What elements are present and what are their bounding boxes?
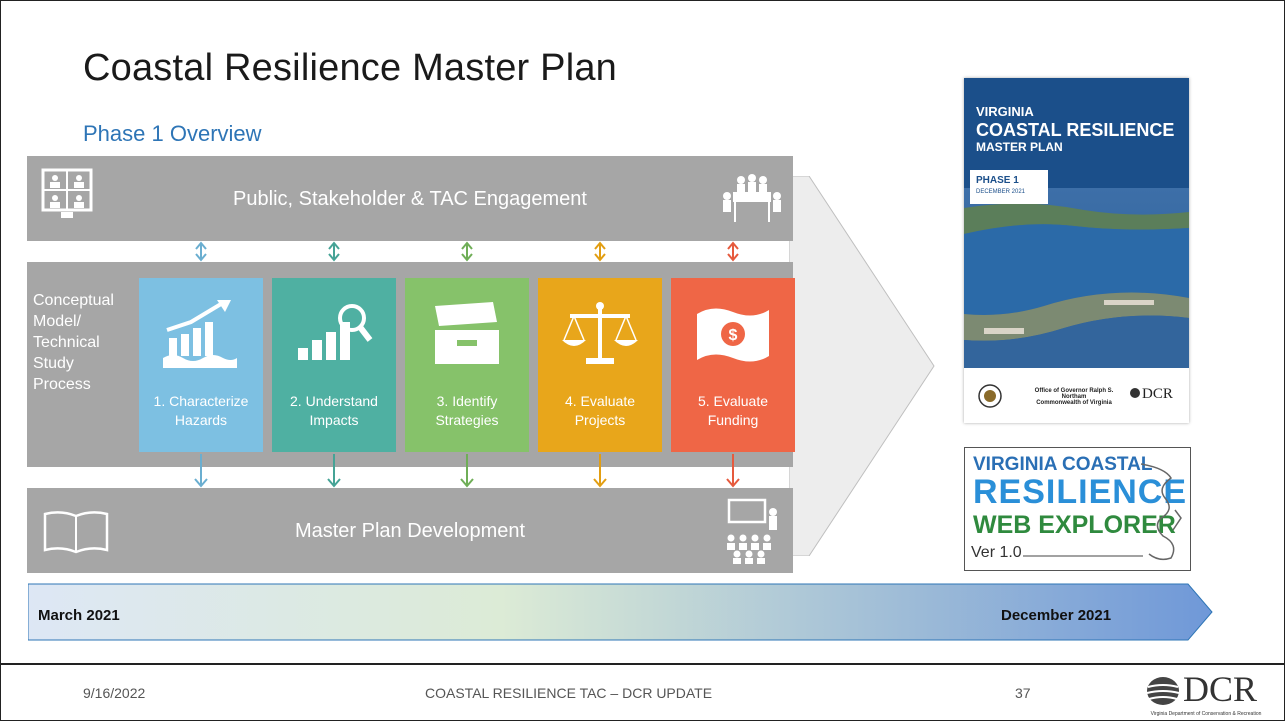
explorer-line1: VIRGINIA COASTAL xyxy=(973,454,1153,475)
page-title: Coastal Resilience Master Plan xyxy=(83,47,618,89)
step-label-line: Projects xyxy=(574,412,626,428)
explorer-line3: WEB EXPLORER xyxy=(973,511,1176,539)
rising-chart-water-icon xyxy=(163,300,237,368)
process-label-line: Model/ xyxy=(33,313,82,330)
master-plan-label: Master Plan Development xyxy=(294,520,526,542)
virginia-seal-icon xyxy=(978,384,1002,408)
master-plan-band: Master Plan Development xyxy=(27,488,793,573)
cover-date: DECEMBER 2021 xyxy=(976,189,1026,195)
step-characterize-hazards: 1. Characterize Hazards xyxy=(139,278,263,452)
connector-arrow xyxy=(593,241,607,488)
cover-office-line: Commonwealth of Virginia xyxy=(1036,400,1112,406)
process-label-line: Process xyxy=(33,376,91,393)
bar-chart-magnifier-icon xyxy=(298,304,373,360)
step-evaluate-funding: $ 5. Evaluate Funding xyxy=(671,278,795,452)
open-book-icon xyxy=(43,511,109,554)
cover-office: Office of Governor Ralph S. Northam Comm… xyxy=(1026,388,1122,406)
process-label: Conceptual Model/ Technical Study Proces… xyxy=(33,290,143,395)
step-label-line: 5. Evaluate xyxy=(697,393,769,409)
web-explorer-logo: VIRGINIA COASTAL RESILIENCE WEB EXPLORER… xyxy=(964,447,1191,571)
connector-arrows xyxy=(194,241,740,488)
step-label-line: Strategies xyxy=(435,412,499,428)
footer-center-text: COASTAL RESILIENCE TAC – DCR UPDATE xyxy=(425,685,713,701)
dcr-logo-subtitle: Virginia Department of Conservation & Re… xyxy=(1150,711,1262,717)
step-label-line: Hazards xyxy=(174,412,228,428)
meeting-table-icon xyxy=(723,174,781,222)
dcr-globe-icon xyxy=(1130,388,1140,398)
money-icon: $ xyxy=(697,308,769,362)
step-label: 5. Evaluate Funding xyxy=(671,392,795,430)
cover-phase: PHASE 1 xyxy=(976,175,1019,186)
dcr-logo-text: DCR xyxy=(1183,669,1258,709)
scales-icon xyxy=(562,302,638,364)
step-label-line: 3. Identify xyxy=(436,393,498,409)
cover-dcr-logo: DCR xyxy=(1130,386,1173,403)
video-conference-icon xyxy=(41,168,93,218)
dcr-globe-icon xyxy=(1146,677,1180,705)
cover-subtitle: MASTER PLAN xyxy=(976,140,1063,154)
page-subtitle: Phase 1 Overview xyxy=(83,121,262,146)
cover-title: COASTAL RESILIENCE xyxy=(976,120,1175,140)
process-chevron xyxy=(789,176,935,556)
step-label-line: 1. Characterize xyxy=(153,393,249,409)
cover-state: VIRGINIA xyxy=(976,104,1034,119)
step-label: 4. Evaluate Projects xyxy=(538,392,662,430)
step-label-line: Impacts xyxy=(309,412,359,428)
step-label-line: 2. Understand xyxy=(290,393,378,409)
step-identify-strategies: 3. Identify Strategies xyxy=(405,278,529,452)
step-label: 1. Characterize Hazards xyxy=(139,392,263,430)
explorer-version: Ver 1.0 xyxy=(971,544,1022,561)
engagement-label: Public, Stakeholder & TAC Engagement xyxy=(233,188,587,210)
step-label: 2. Understand Impacts xyxy=(272,392,396,430)
connector-arrow xyxy=(726,241,740,488)
step-label-line: 4. Evaluate xyxy=(564,393,636,409)
virginia-coast-outline-icon xyxy=(1140,463,1182,561)
step-label: 3. Identify Strategies xyxy=(405,392,529,430)
step-understand-impacts: 2. Understand Impacts xyxy=(272,278,396,452)
toolbox-icon xyxy=(435,302,499,364)
footer-date: 9/16/2022 xyxy=(83,685,146,701)
cover-header: VIRGINIA COASTAL RESILIENCE MASTER PLAN xyxy=(964,78,1189,188)
slide-number: 37 xyxy=(1015,685,1031,701)
connector-arrow xyxy=(327,241,341,488)
coastal-aerial-photo xyxy=(964,188,1189,368)
explorer-line2: RESILIENCE xyxy=(973,473,1188,511)
connector-arrow xyxy=(194,241,208,488)
presentation-icon xyxy=(727,498,777,564)
timeline-start: March 2021 xyxy=(38,607,120,624)
cover-office-line: Office of Governor Ralph S. Northam xyxy=(1034,388,1114,400)
cover-logo-text: DCR xyxy=(1142,386,1173,402)
process-label-line: Technical xyxy=(33,334,100,351)
process-label-line: Conceptual xyxy=(33,292,114,309)
timeline-arrow xyxy=(28,583,1213,641)
step-evaluate-projects: 4. Evaluate Projects xyxy=(538,278,662,452)
explorer-underline xyxy=(1023,555,1143,557)
connector-arrow xyxy=(460,241,474,488)
timeline-end: December 2021 xyxy=(1001,607,1112,624)
step-label-line: Funding xyxy=(707,412,759,428)
process-diagram: Public, Stakeholder & TAC Engagement Con… xyxy=(27,156,817,576)
process-label-line: Study xyxy=(33,355,74,372)
cover-footer: Office of Governor Ralph S. Northam Comm… xyxy=(964,368,1189,423)
svg-text:$: $ xyxy=(729,327,738,344)
engagement-band: Public, Stakeholder & TAC Engagement xyxy=(27,156,793,241)
master-plan-cover: VIRGINIA COASTAL RESILIENCE MASTER PLAN … xyxy=(964,78,1189,423)
footer-divider xyxy=(1,663,1284,665)
dcr-logo: DCR Virginia Department of Conservation … xyxy=(1145,669,1265,719)
cover-phase-box: PHASE 1 DECEMBER 2021 xyxy=(970,170,1048,204)
